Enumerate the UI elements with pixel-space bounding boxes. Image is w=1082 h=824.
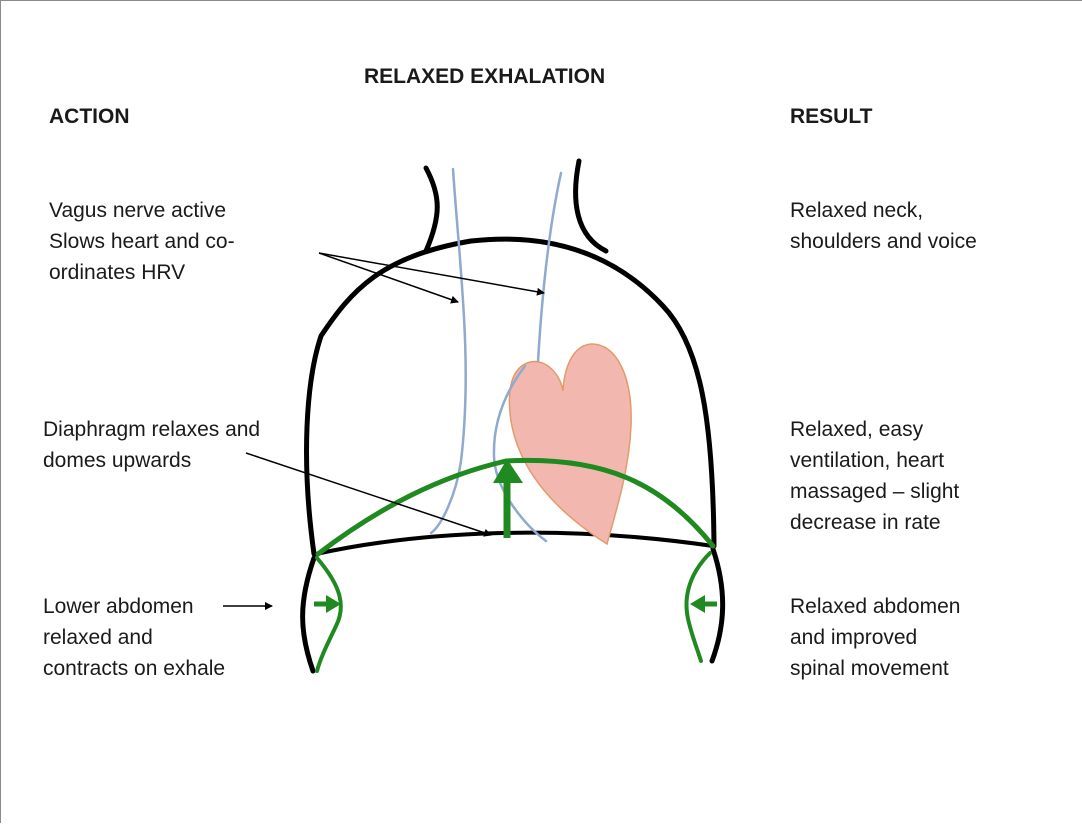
diaphragm-base-line xyxy=(316,533,713,554)
abdomen-right-arrow-head xyxy=(690,595,705,613)
abdomen-left-outline xyxy=(303,558,314,671)
vagus-pointer-right xyxy=(319,253,544,293)
heart-shape xyxy=(509,344,631,544)
neck-left-outline xyxy=(426,168,437,251)
neck-right-outline xyxy=(576,161,606,251)
vagus-pointer-left xyxy=(319,253,458,302)
abdomen-left-contraction xyxy=(317,558,341,671)
